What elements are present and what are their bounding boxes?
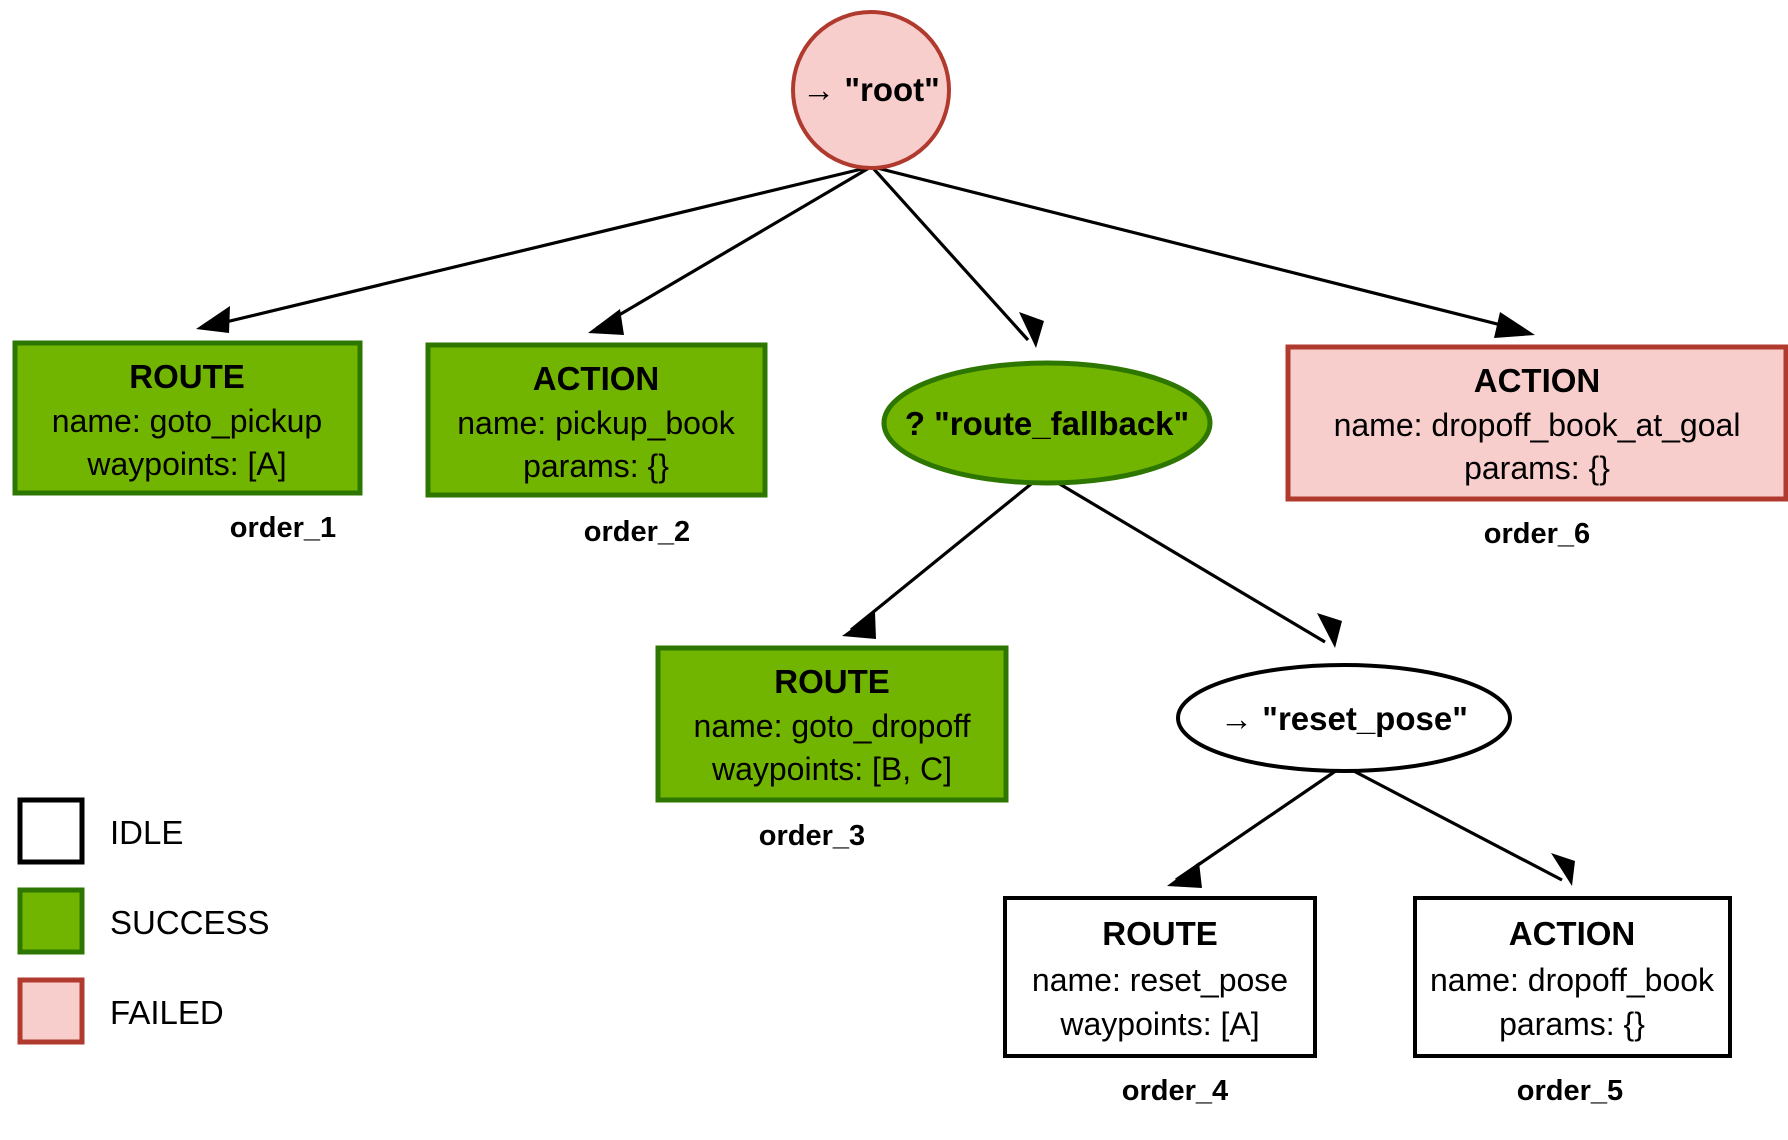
edge-root-to-order-2 (588, 166, 870, 335)
legend-label-failed: FAILED (110, 994, 224, 1031)
edge-reset-pose-to-order-5 (1347, 766, 1575, 886)
edge-route-fallback-to-order-3 (842, 478, 1038, 639)
edge-root-to-order-1 (196, 166, 867, 333)
node-route-fallback[interactable]: ? "route_fallback" (881, 360, 1213, 486)
order-label-order-5: order_5 (1517, 1075, 1623, 1107)
legend: IDLE SUCCESS FAILED (17, 797, 270, 1045)
node-order-6[interactable]: ACTION name: dropoff_book_at_goal params… (1285, 344, 1788, 502)
node-order-5-line1: name: dropoff_book (1430, 962, 1715, 998)
legend-swatch-idle (17, 797, 85, 865)
node-order-5-line2: params: {} (1499, 1006, 1645, 1042)
node-route-fallback-label: ? "route_fallback" (905, 405, 1189, 442)
node-order-6-line1: name: dropoff_book_at_goal (1334, 407, 1741, 443)
node-root[interactable]: → "root" (791, 10, 951, 170)
edge-root-to-route-fallback (871, 166, 1044, 348)
order-label-order-4: order_4 (1122, 1075, 1228, 1107)
legend-item-success: SUCCESS (17, 887, 270, 955)
node-order-4[interactable]: ROUTE name: reset_pose waypoints: [A] (1003, 896, 1317, 1058)
node-reset-pose-label: → "reset_pose" (1220, 700, 1468, 737)
node-order-3-line1: name: goto_dropoff (694, 708, 971, 744)
edge-root-to-order-6 (876, 166, 1535, 338)
order-label-order-6: order_6 (1484, 518, 1590, 550)
node-order-2-title: ACTION (533, 360, 660, 397)
order-label-order-2: order_2 (584, 516, 690, 548)
node-order-2-line1: name: pickup_book (457, 405, 736, 441)
edge-reset-pose-to-order-4 (1167, 766, 1341, 888)
legend-item-failed: FAILED (17, 977, 224, 1045)
node-order-1-title: ROUTE (129, 358, 245, 395)
node-order-1[interactable]: ROUTE name: goto_pickup waypoints: [A] (12, 340, 363, 496)
node-order-6-title: ACTION (1474, 362, 1601, 399)
edge-group (196, 166, 1575, 888)
node-order-1-line2: waypoints: [A] (86, 446, 286, 482)
node-order-2-line2: params: {} (523, 448, 669, 484)
node-order-5-title: ACTION (1509, 915, 1636, 952)
node-order-6-line2: params: {} (1464, 450, 1610, 486)
node-reset-pose[interactable]: → "reset_pose" (1176, 663, 1512, 773)
node-order-5[interactable]: ACTION name: dropoff_book params: {} (1413, 896, 1732, 1058)
edge-route-fallback-to-reset-pose (1052, 478, 1342, 648)
order-label-order-3: order_3 (759, 820, 865, 852)
node-order-3[interactable]: ROUTE name: goto_dropoff waypoints: [B, … (655, 645, 1009, 803)
node-order-1-line1: name: goto_pickup (52, 403, 322, 439)
node-order-3-line2: waypoints: [B, C] (711, 751, 952, 787)
legend-label-success: SUCCESS (110, 904, 270, 941)
node-order-4-title: ROUTE (1102, 915, 1218, 952)
node-order-4-line2: waypoints: [A] (1059, 1006, 1259, 1042)
legend-item-idle: IDLE (17, 797, 183, 865)
legend-swatch-failed (17, 977, 85, 1045)
legend-label-idle: IDLE (110, 814, 183, 851)
node-root-label: → "root" (802, 71, 940, 108)
legend-swatch-success (17, 887, 85, 955)
node-order-4-line1: name: reset_pose (1032, 962, 1288, 998)
order-label-order-1: order_1 (230, 512, 336, 544)
node-order-3-title: ROUTE (774, 663, 890, 700)
node-order-2[interactable]: ACTION name: pickup_book params: {} (425, 342, 768, 498)
